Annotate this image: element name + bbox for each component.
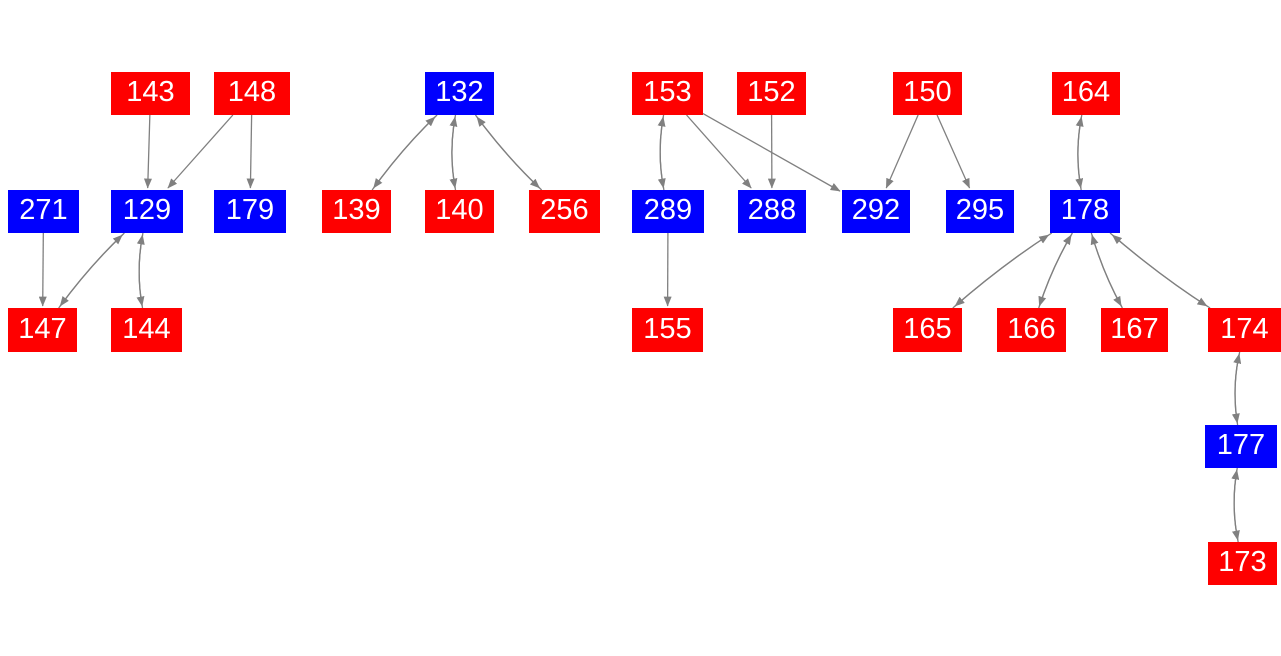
graph-edge-167-to-178	[1090, 234, 1123, 309]
graph-edge-174-to-178	[1111, 234, 1211, 309]
graph-edge-164-to-178	[1075, 114, 1084, 189]
graph-node-292[interactable]: 292	[842, 190, 910, 233]
graph-edge-173-to-177	[1231, 469, 1240, 543]
graph-node-152[interactable]: 152	[737, 72, 806, 115]
graph-node-288[interactable]: 288	[738, 190, 806, 233]
graph-node-label: 150	[903, 76, 952, 108]
graph-node-label: 164	[1061, 76, 1111, 108]
graph-edge-140-to-132	[449, 116, 458, 191]
graph-node-153[interactable]: 153	[632, 72, 703, 115]
graph-edge-147-to-129	[58, 234, 123, 309]
graph-node-label: 148	[227, 76, 277, 108]
graph-edge-256-to-132	[476, 116, 543, 191]
graph-node-label: 129	[122, 194, 172, 226]
graph-node-289[interactable]: 289	[632, 190, 704, 233]
graph-node-label: 271	[19, 194, 68, 226]
graph-node-label: 179	[225, 194, 275, 226]
graph-node-label: 140	[435, 194, 484, 226]
graph-node-label: 166	[1007, 312, 1056, 345]
graph-node-140[interactable]: 140	[425, 190, 494, 233]
graph-edge-153-to-292	[702, 113, 841, 192]
graph-node-label: 152	[747, 76, 796, 108]
graph-node-173[interactable]: 173	[1208, 542, 1277, 585]
graph-edge-150-to-292	[885, 114, 919, 189]
graph-node-label: 153	[643, 76, 692, 108]
graph-node-label: 256	[540, 194, 589, 226]
graph-node-label: 155	[643, 312, 692, 345]
graph-edge-178-to-174	[1109, 232, 1208, 307]
graph-node-166[interactable]: 166	[997, 308, 1066, 352]
graph-node-label: 174	[1220, 312, 1269, 345]
graph-edge-165-to-178	[952, 234, 1050, 309]
graph-edge-289-to-153	[657, 116, 666, 191]
graph-edge-153-to-288	[686, 114, 752, 189]
graph-node-143[interactable]: 143	[111, 72, 190, 115]
graph-node-256[interactable]: 256	[529, 190, 600, 233]
graph-edge-174-to-177	[1231, 351, 1241, 424]
graph-node-147[interactable]: 147	[8, 308, 77, 352]
graph-edge-178-to-166	[1038, 232, 1073, 307]
graph-node-label: 288	[747, 194, 797, 226]
graph-node-174[interactable]: 174	[1208, 308, 1281, 352]
graph-node-label: 292	[851, 194, 901, 226]
graph-node-label: 173	[1218, 546, 1267, 578]
graph-node-167[interactable]: 167	[1101, 308, 1168, 352]
graph-node-label: 165	[903, 312, 952, 345]
graph-node-139[interactable]: 139	[322, 190, 391, 233]
graph-node-129[interactable]: 129	[111, 190, 183, 233]
graph-node-178[interactable]: 178	[1050, 190, 1120, 233]
graph-node-label: 147	[18, 312, 67, 345]
graph-edge-177-to-174	[1233, 353, 1242, 426]
graph-edge-148-to-179	[246, 114, 255, 189]
graph-node-label: 289	[643, 194, 693, 226]
graph-node-165[interactable]: 165	[893, 308, 962, 352]
graph-node-155[interactable]: 155	[632, 308, 703, 352]
graph-edge-271-to-147	[38, 232, 47, 307]
graph-node-164[interactable]: 164	[1052, 72, 1120, 115]
graph-node-label: 295	[955, 194, 1005, 226]
graph-edge-132-to-256	[474, 114, 540, 189]
graph-node-295[interactable]: 295	[946, 190, 1014, 233]
graph-node-label: 178	[1060, 194, 1110, 226]
graph-edge-178-to-165	[954, 232, 1053, 307]
graph-node-144[interactable]: 144	[111, 308, 182, 352]
graph-node-148[interactable]: 148	[214, 72, 290, 115]
graph-node-label: 177	[1216, 429, 1266, 461]
graph-edge-139-to-132	[371, 116, 436, 191]
graph-node-150[interactable]: 150	[893, 72, 962, 115]
graph-edge-132-to-139	[373, 114, 438, 189]
graph-node-179[interactable]: 179	[214, 190, 286, 233]
graph-edge-150-to-295	[936, 114, 971, 189]
graph-node-label: 139	[332, 194, 381, 226]
graph-edge-129-to-144	[136, 232, 145, 307]
graph-node-271[interactable]: 271	[8, 190, 79, 233]
graph-node-label: 144	[122, 312, 171, 345]
graph-edge-178-to-164	[1075, 116, 1084, 191]
graph-node-132[interactable]: 132	[425, 72, 494, 115]
graph-edge-129-to-147	[59, 232, 125, 307]
graph-edge-177-to-173	[1231, 467, 1240, 541]
graph-edge-143-to-129	[143, 114, 152, 189]
graph-edge-153-to-289	[657, 114, 666, 189]
graph-edge-148-to-129	[167, 114, 234, 189]
graph-node-177[interactable]: 177	[1205, 425, 1277, 468]
graph-node-label: 167	[1110, 312, 1159, 345]
graph-edge-178-to-167	[1090, 232, 1122, 307]
graph-edge-166-to-178	[1038, 234, 1072, 309]
graph-edge-144-to-129	[136, 234, 145, 309]
graph-edge-132-to-140	[449, 114, 458, 189]
graph-node-label: 132	[435, 76, 484, 108]
graph-node-label: 143	[126, 76, 175, 108]
